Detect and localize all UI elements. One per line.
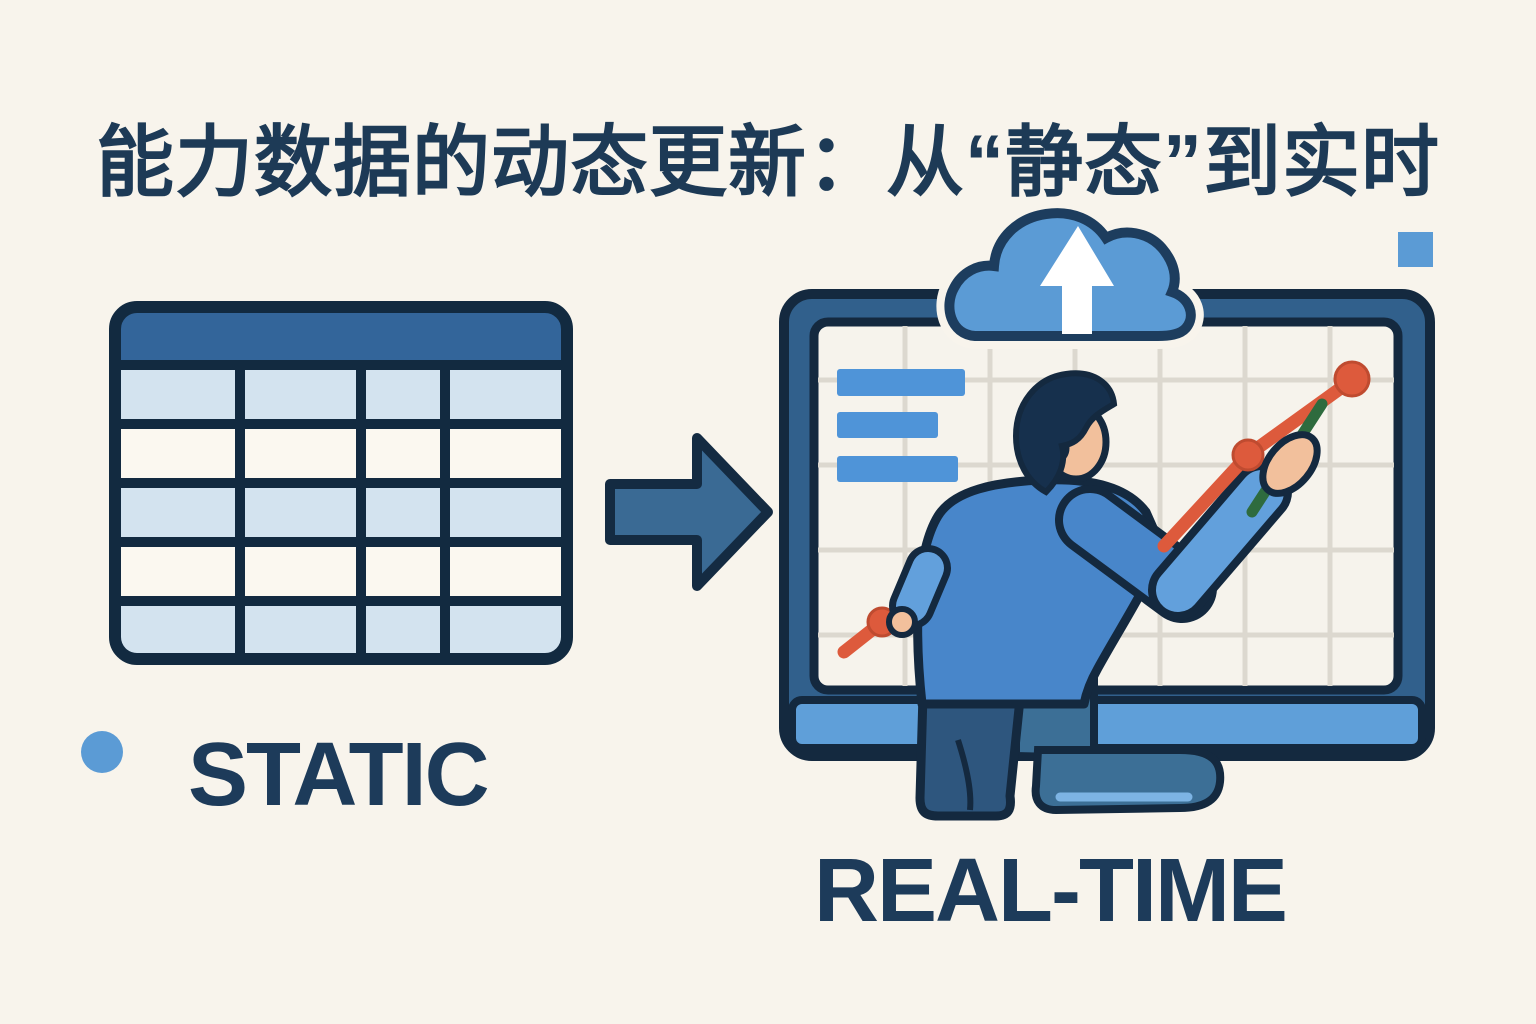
person-analyst — [886, 370, 1292, 821]
page-title: 能力数据的动态更新：从“静态”到实时 — [95, 118, 1440, 207]
cloud-upload-icon — [936, 200, 1204, 349]
hand — [1259, 431, 1321, 497]
accent-square-icon — [1398, 232, 1433, 267]
menu-bars-icon — [837, 369, 965, 482]
monitor-bezel — [788, 696, 1426, 752]
realtime-label: REAL-TIME — [814, 841, 1288, 941]
hair — [1012, 370, 1118, 496]
upload-arrow-icon — [1040, 226, 1114, 334]
static-label: STATIC — [188, 725, 490, 825]
accent-dot-icon — [81, 731, 123, 773]
transform-arrow-icon — [605, 433, 773, 591]
static-table-icon — [109, 301, 573, 665]
